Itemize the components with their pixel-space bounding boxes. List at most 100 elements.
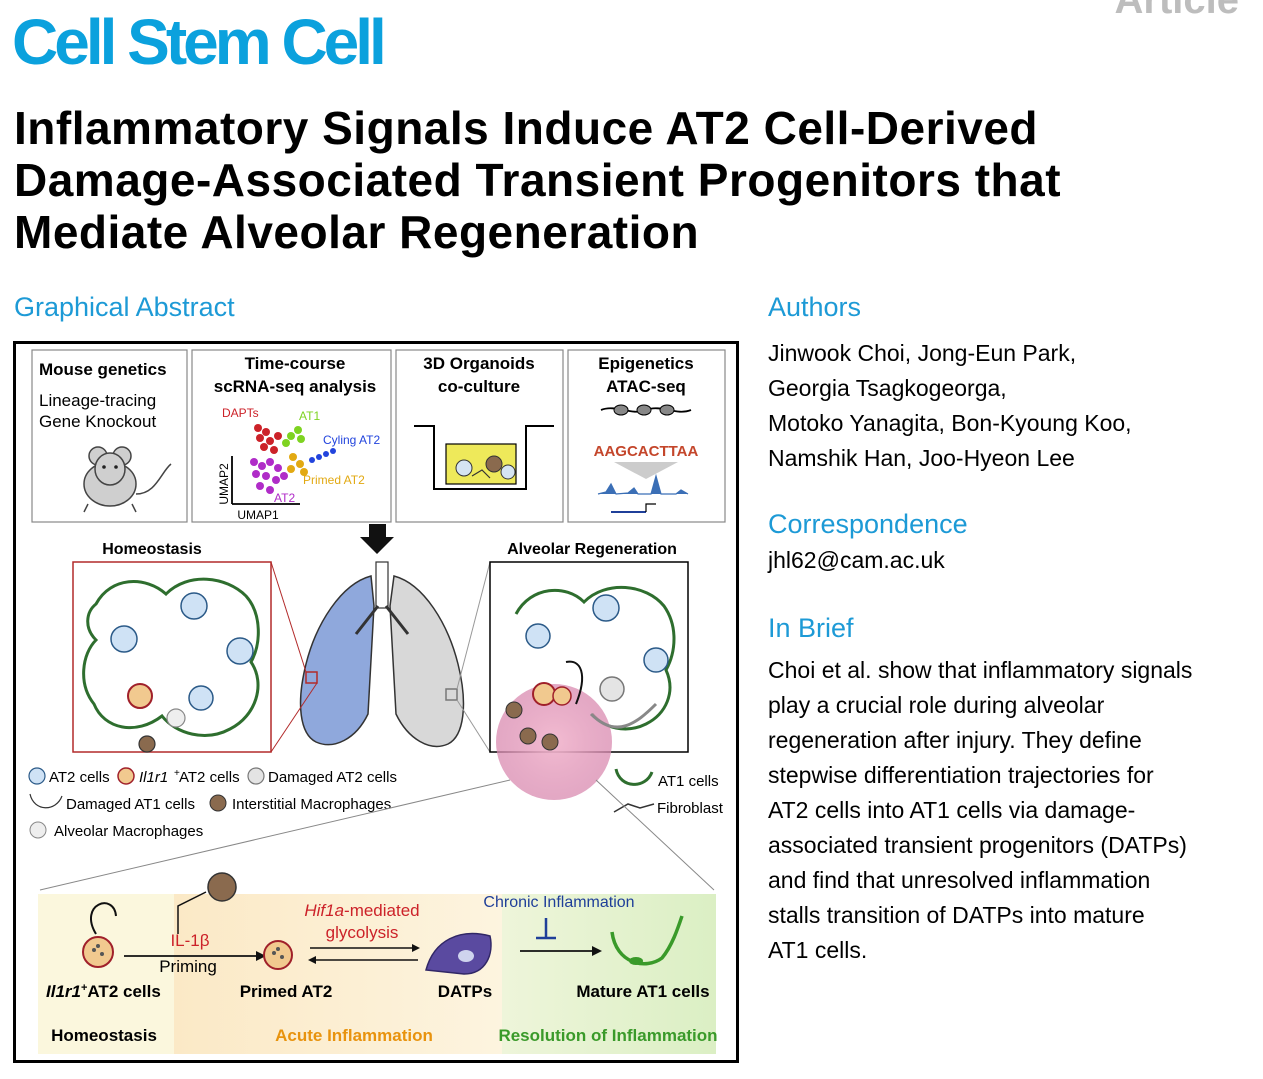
panel-title: Epigenetics [598,354,693,373]
motif-logo: AAGCACTTAA [594,443,699,460]
cell-label-primed: Primed AT2 [240,982,333,1001]
brief-line: associated transient progenitors (DATPs) [768,832,1187,858]
brief-line: AT2 cells into AT1 cells via damage- [768,797,1136,823]
cell-label-datps: DATPs [438,982,492,1001]
brief-line: Choi et al. show that inflammatory signa… [768,657,1193,683]
il1b-label: IL-1β [170,931,209,950]
panel-title: co-culture [438,377,520,396]
umap-y-label: UMAP2 [217,463,231,505]
alveolar-macrophage-icon [29,821,47,839]
article-type-label: Article [1114,0,1240,22]
in-brief-heading: In Brief [768,613,854,643]
panel-line: Gene Knockout [39,412,156,431]
umap-x-label: UMAP1 [237,508,279,522]
legend-label: Il1r1 [139,769,168,786]
brief-line: stalls transition of DATPs into mature [768,902,1145,928]
glycolysis-label: glycolysis [326,923,399,942]
legend-label: Alveolar Macrophages [54,823,203,840]
hif1a-label: Hif1a-mediated [304,901,419,920]
umap-label: Cyling AT2 [323,433,380,447]
panel-title: ATAC-seq [606,377,686,396]
umap-cluster-dapts [254,424,282,454]
regeneration-label: Alveolar Regeneration [507,541,677,558]
il1r1-at2-cell-icon [117,767,135,785]
cell-label-il1r1: Il1r1+AT2 cells [46,982,161,1001]
panel-title: Mouse genetics [39,360,167,379]
mature-at1-cell [610,915,684,966]
pathway-panel: IL-1β Priming Hif1a-mediated glycolysis … [38,872,718,1054]
panel-scrnaseq: Time-course scRNA-seq analysis UMAP1 UMA… [191,349,392,523]
fibroblast-icon [613,803,655,813]
interstitial-macrophage-icon [209,794,227,812]
legend-label: Interstitial Macrophages [232,796,391,813]
correspondence-email[interactable]: jhl62@cam.ac.uk [768,547,945,573]
datp-cell [425,932,492,975]
graphical-abstract-svg: Mouse genetics Lineage-tracing Gene Knoc… [28,349,726,1054]
alveolus-homeostasis [82,577,260,753]
umap-label: DAPTs [222,406,259,420]
stage-resolution: Resolution of Inflammation [498,1026,717,1045]
legend-label: AT2 cells [49,769,110,786]
umap-label: AT2 [274,491,295,505]
authors-heading: Authors [768,292,862,322]
umap-plot: UMAP1 UMAP2 DAPTs AT1 Cyling AT2 Primed … [217,406,380,522]
umap-cluster-at2 [250,458,288,494]
author-list: Jinwook Choi, Jong-Eun Park, Georgia Tsa… [768,336,1248,476]
umap-label: AT1 [299,409,320,423]
mouse-icon [83,446,172,513]
in-brief-text: Choi et al. show that inflammatory signa… [768,653,1250,968]
brief-line: regeneration after injury. They define [768,727,1142,753]
down-arrow-icon [360,524,394,554]
title-line: Mediate Alveolar Regeneration [14,206,700,258]
brief-line: play a crucial role during alveolar [768,692,1105,718]
cell-legend: AT2 cells Il1r1 + AT2 cells Damaged AT2 … [28,767,724,840]
homeostasis-box [72,561,272,753]
stage-homeostasis: Homeostasis [51,1026,157,1045]
cell-label-mature: Mature AT1 cells [576,982,709,1001]
brief-line: AT1 cells. [768,937,868,963]
journal-name: Cell Stem Cell [12,6,387,78]
legend-label: Damaged AT2 cells [268,769,397,786]
panel-line: Lineage-tracing [39,391,156,410]
interstitial-macrophage [207,872,237,902]
umap-cluster-at1 [282,426,305,447]
umap-label: Primed AT2 [303,473,365,487]
stage-acute: Acute Inflammation [275,1026,433,1045]
legend-label: + [174,768,180,779]
article-title: Inflammatory Signals Induce AT2 Cell-Der… [14,102,1214,258]
panel-atacseq: Epigenetics ATAC-seq AAGCACTTAA [567,349,726,523]
legend-label: Damaged AT1 cells [66,796,195,813]
panel-title: 3D Organoids [423,354,534,373]
panel-organoids: 3D Organoids co-culture [395,349,564,523]
panel-title: Time-course [245,354,346,373]
umap-cluster-primed-at2 [287,453,308,476]
author-line: Jinwook Choi, Jong-Eun Park, [768,340,1077,366]
brief-line: stepwise differentiation trajectories fo… [768,762,1154,788]
author-line: Georgia Tsagkogeorga, [768,375,1007,401]
chronic-inflammation-label: Chronic Inflammation [483,894,634,911]
priming-label: Priming [159,957,217,976]
umap-cluster-cycling-at2 [309,448,336,463]
chromatin-icon [600,404,692,416]
title-line: Inflammatory Signals Induce AT2 Cell-Der… [14,102,1039,154]
transwell-icon [414,425,554,490]
lung-illustration [270,561,491,753]
at2-cell-icon [28,767,46,785]
correspondence-heading: Correspondence [768,509,968,539]
author-line: Namshik Han, Joo-Hyeon Lee [768,445,1075,471]
alveolus-regeneration [496,586,676,800]
brief-line: and find that unresolved inflammation [768,867,1151,893]
graphical-abstract-figure: Mouse genetics Lineage-tracing Gene Knoc… [13,341,739,1063]
at1-cell-icon [614,768,654,786]
panel-title: scRNA-seq analysis [214,377,377,396]
author-line: Motoko Yanagita, Bon-Kyoung Koo, [768,410,1132,436]
legend-label: AT2 cells [179,769,240,786]
damaged-at2-cell-icon [247,767,265,785]
title-line: Damage-Associated Transient Progenitors … [14,154,1062,206]
graphical-abstract-heading: Graphical Abstract [14,292,235,322]
damaged-at1-cell-icon [29,793,63,809]
legend-label: Fibroblast [657,800,724,817]
legend-label: AT1 cells [658,773,719,790]
self-renewal-arrow [89,902,117,935]
panel-mouse-genetics: Mouse genetics Lineage-tracing Gene Knoc… [31,349,188,523]
